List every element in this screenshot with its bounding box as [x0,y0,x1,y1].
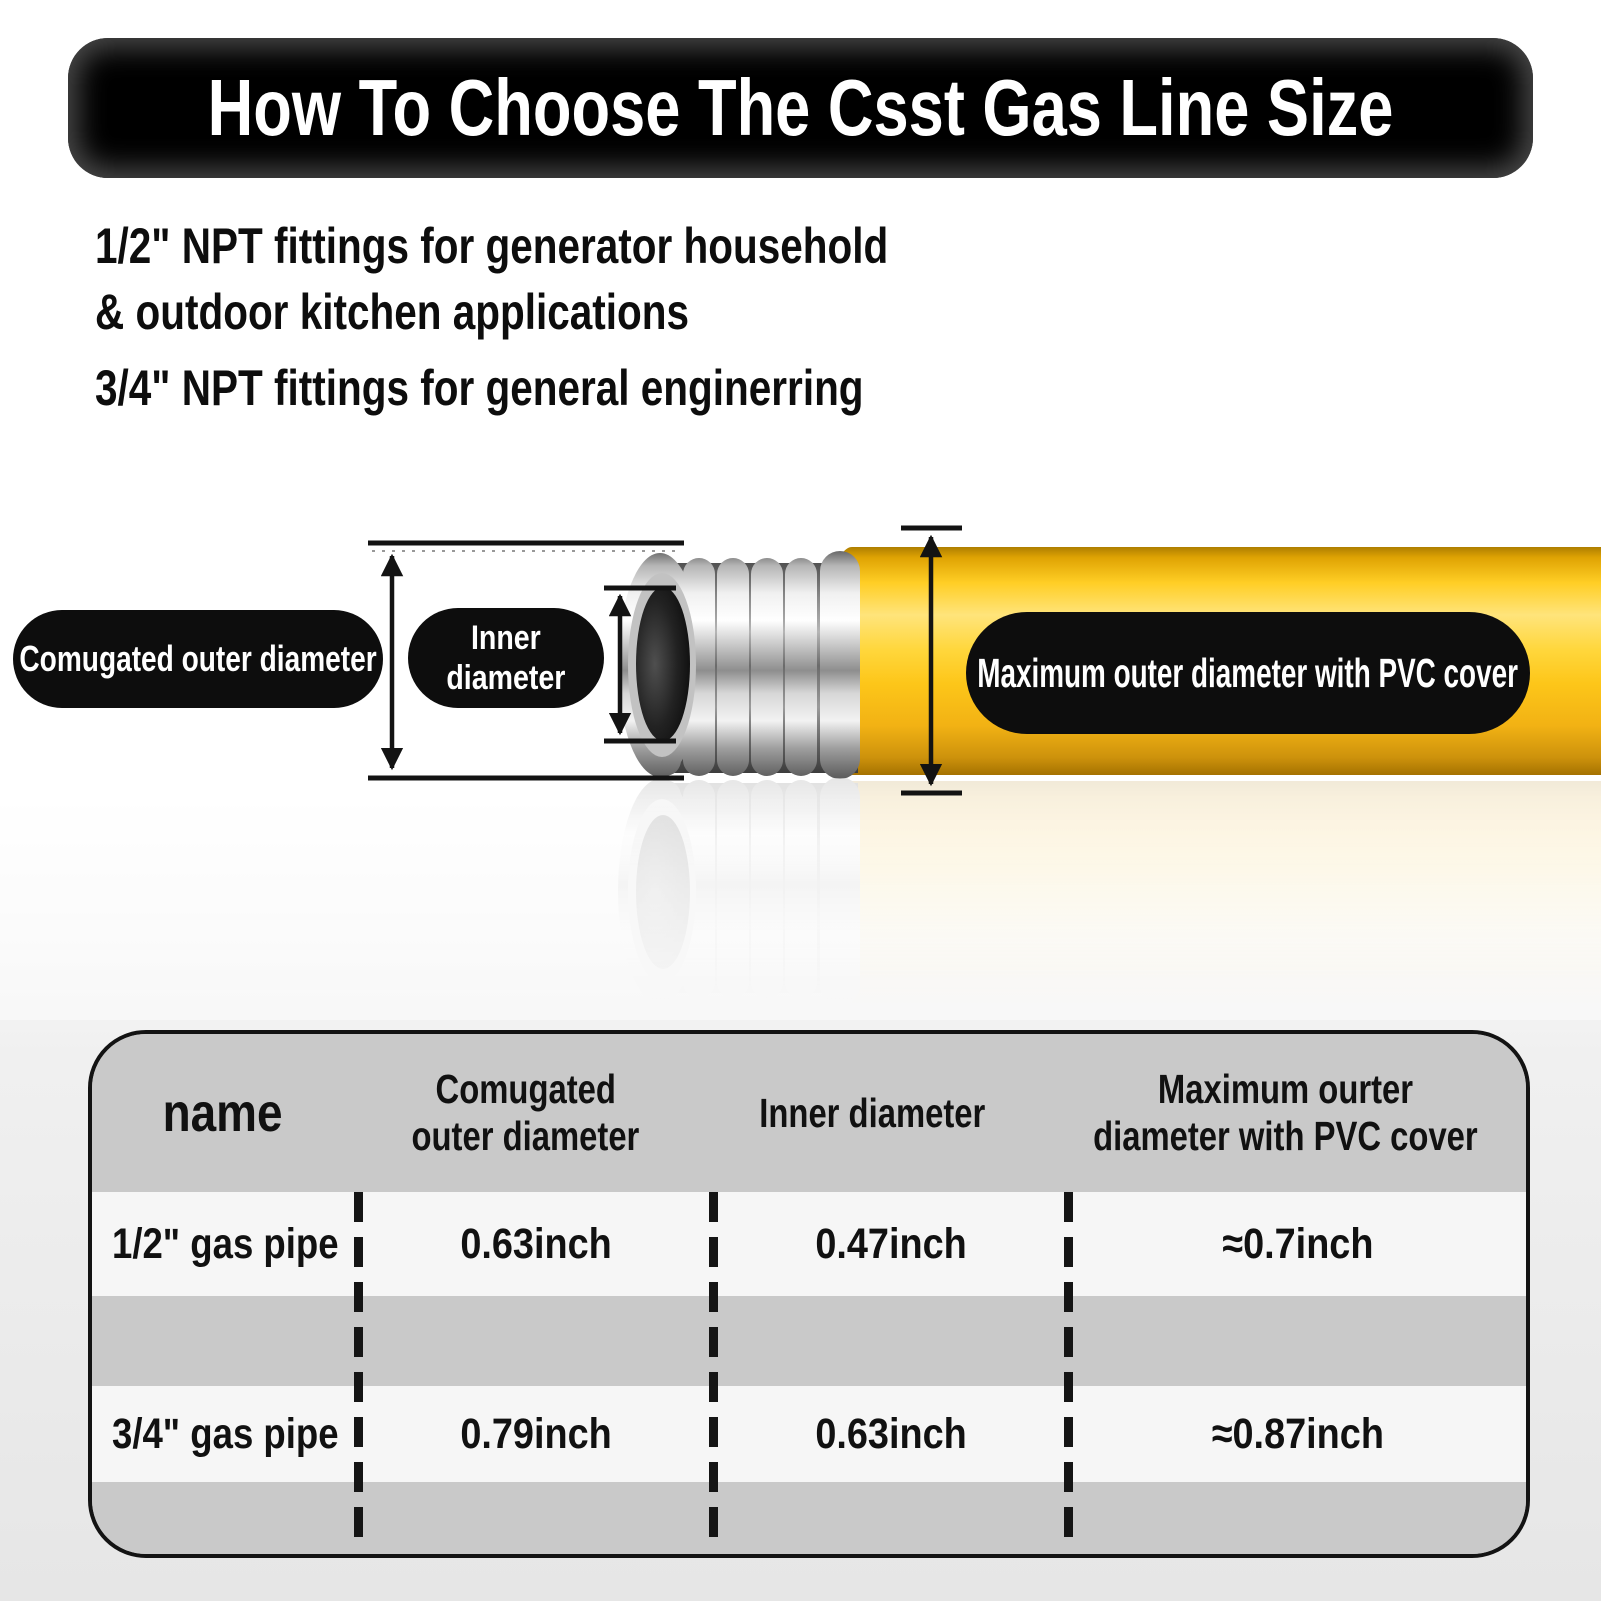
row2-inner-diameter: 0.63inch [815,1409,968,1458]
pipe-inner-hole [636,587,690,741]
header-name: name [162,1082,283,1143]
row1-max-od: ≈0.7inch [1221,1219,1374,1268]
header-inner-diameter: Inner diameter [759,1089,986,1136]
corrugated-od-arrow [368,540,684,781]
table-header-row: name Comugated outer diameter Inner diam… [92,1034,1526,1192]
column-divider [1064,1192,1073,1550]
column-divider [354,1192,363,1550]
max-od-arrow [901,525,962,796]
table-spacer-row [92,1296,1526,1386]
inner-diameter-arrow [604,585,676,744]
intro-text: 1/2" NPT fittings for generator househol… [95,213,1074,421]
page-title: How To Choose The Csst Gas Line Size [207,63,1394,152]
pvc-bold-text: PVC [1378,649,1437,696]
row2-corrugated-od: 0.79inch [460,1409,613,1458]
column-divider [709,1192,718,1550]
intro-line-3: 3/4" NPT fittings for general enginerrin… [95,360,864,416]
table-row: 1/2" gas pipe 0.63inch 0.47inch ≈0.7inch [92,1192,1526,1296]
label-corrugated-outer-diameter: Comugated outer diameter [13,610,383,708]
row1-corrugated-od: 0.63inch [460,1219,613,1268]
header-corrugated-od: Comugated outer diameter [411,1066,640,1159]
row1-name: 1/2" gas pipe [112,1219,339,1268]
table-bottom-band [92,1482,1526,1554]
row2-name: 3/4" gas pipe [112,1409,339,1458]
label-max-outer-diameter: Maximum outer diameter with PVC cover [966,612,1530,734]
dimension-arrows [368,525,962,796]
intro-line-2: & outdoor kitchen applications [95,284,690,340]
title-banner: How To Choose The Csst Gas Line Size [68,38,1533,178]
table-row: 3/4" gas pipe 0.79inch 0.63inch ≈0.87inc… [92,1386,1526,1482]
row2-max-od: ≈0.87inch [1211,1409,1384,1458]
row1-inner-diameter: 0.47inch [815,1219,968,1268]
reflection-soften [0,778,1601,1020]
header-max-od: Maximum ourter diameter with PVC cover [1093,1066,1478,1159]
intro-line-1: 1/2" NPT fittings for generator househol… [95,218,889,274]
size-spec-table: name Comugated outer diameter Inner diam… [88,1030,1530,1558]
